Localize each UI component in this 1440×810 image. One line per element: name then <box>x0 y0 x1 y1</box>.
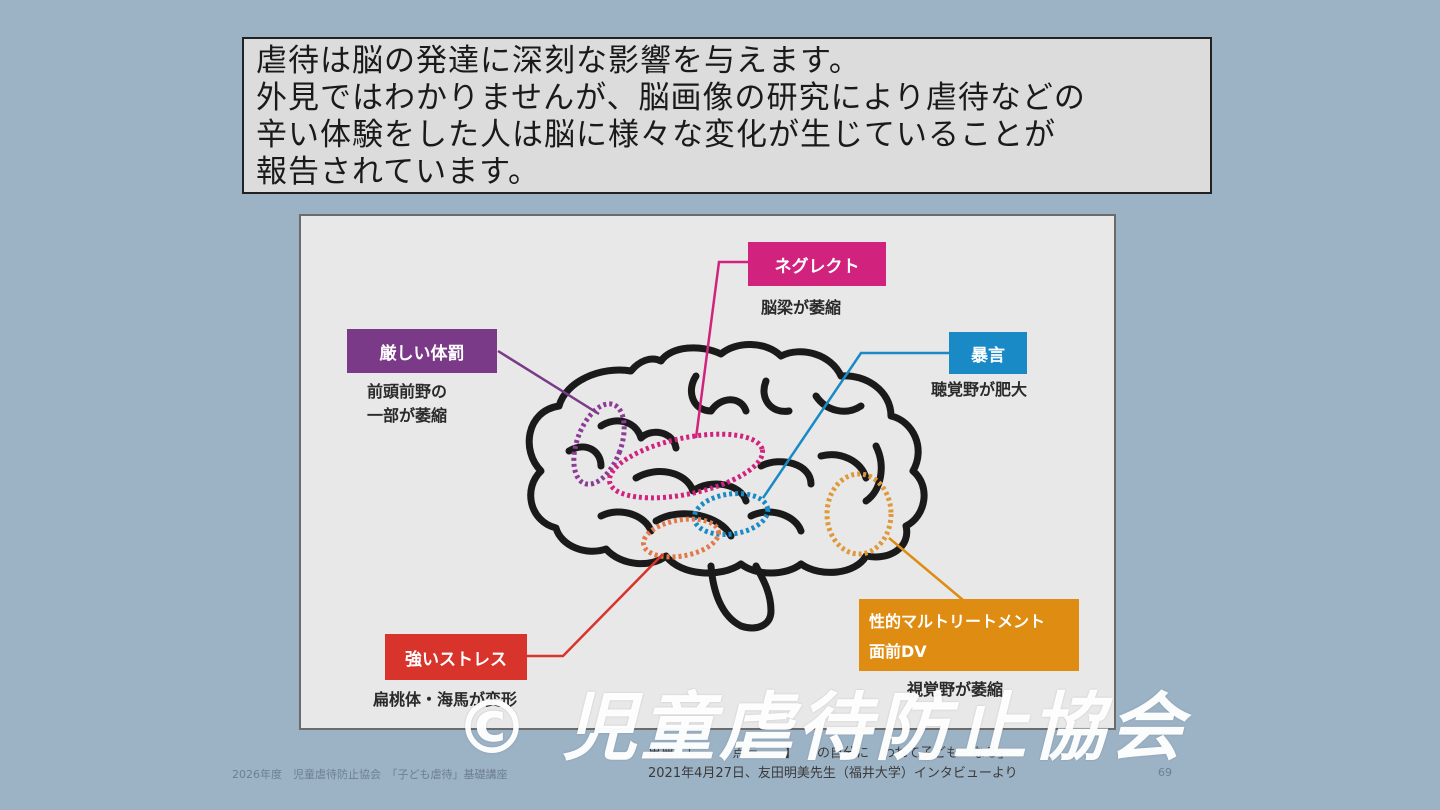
stress-caption: 扁桃体・海馬が変形 <box>373 690 518 709</box>
brain-outline-icon <box>525 341 928 632</box>
brain-figure: ネグレクト 脳梁が萎縮 厳しい体罰 前頭前野の 一部が萎縮 暴言 聴覚野が肥大 … <box>299 214 1116 730</box>
stress-leader-line <box>526 553 664 658</box>
stress-label: 強いストレス <box>385 634 527 680</box>
verbal-caption: 聴覚野が肥大 <box>931 380 1028 399</box>
neglect-leader-line <box>694 260 749 439</box>
amygdala-region-highlight <box>640 516 722 560</box>
footer-course-title: 2026年度 児童虐待防止協会 「子ども虐待」基礎講座 <box>232 768 508 781</box>
punishment-caption: 前頭前野の 一部が萎縮 <box>367 380 447 428</box>
intro-text-box: 虐待は脳の発達に深刻な影響を与えます。 外見ではわかりませんが、脳画像の研究によ… <box>242 37 1212 194</box>
neglect-caption: 脳梁が萎縮 <box>761 298 842 317</box>
neglect-label: ネグレクト <box>748 242 886 286</box>
dv-leader-line <box>888 537 964 601</box>
visual-region-highlight <box>824 471 894 557</box>
punishment-title: 厳しい体罰 <box>379 343 465 364</box>
dv-label: 性的マルトリートメント 面前DV <box>859 599 1079 671</box>
punishment-label: 厳しい体罰 <box>347 329 497 373</box>
punishment-caption-line-2: 一部が萎縮 <box>367 406 448 425</box>
prefrontal-region-highlight <box>571 401 627 487</box>
source-line-1: 出典：「 点ラ 】 の自分に われて子ども なる」 <box>648 746 1011 761</box>
brain-illustration <box>497 260 964 658</box>
intro-line-2: 外見ではわかりませんが、脳画像の研究により虐待などの <box>256 80 1086 116</box>
verbal-title: 暴言 <box>971 345 1005 366</box>
dv-title-line-2: 面前DV <box>869 642 927 661</box>
copyright-watermark: © 児童虐待防止協会 <box>455 685 1187 771</box>
punishment-leader-line <box>497 349 600 416</box>
verbal-leader-line <box>761 351 951 499</box>
punishment-caption-line-1: 前頭前野の <box>367 382 448 401</box>
dv-caption: 視覚野が萎縮 <box>907 680 1004 699</box>
verbal-label: 暴言 <box>949 332 1027 374</box>
corpus-callosum-region-highlight <box>606 431 766 501</box>
page-number: 69 <box>1158 766 1172 779</box>
stress-title: 強いストレス <box>405 649 507 670</box>
intro-line-1: 虐待は脳の発達に深刻な影響を与えます。 <box>256 43 861 79</box>
source-line-2: 2021年4月27日、友田明美先生（福井大学）インタビューより <box>648 766 1018 781</box>
neglect-title: ネグレクト <box>774 256 860 277</box>
intro-line-4: 報告されています。 <box>256 154 540 190</box>
intro-line-3: 辛い体験をした人は脳に様々な変化が生じていることが <box>256 117 1056 153</box>
dv-title-line-1: 性的マルトリートメント <box>869 612 1046 631</box>
